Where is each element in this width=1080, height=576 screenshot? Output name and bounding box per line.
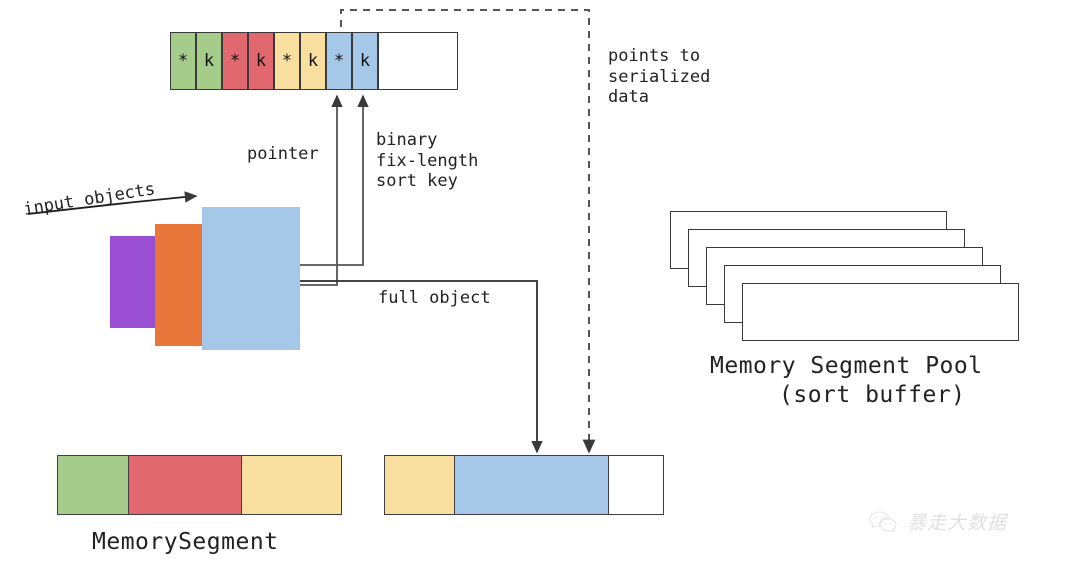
index-cell-0-label: * (177, 51, 189, 71)
memory-segment-left-label: MemorySegment (92, 529, 279, 555)
index-cell-6: * (326, 32, 352, 90)
index-cell-7: k (352, 32, 378, 90)
watermark: 暴走大数据 (868, 508, 1007, 535)
full-object-label: full object (378, 288, 491, 308)
points-to-serialized-data-label: points to serialized data (608, 46, 711, 108)
index-cell-1: k (196, 32, 222, 90)
object-blue (202, 207, 300, 350)
full-object-connector (300, 280, 543, 454)
index-cell-4: * (274, 32, 300, 90)
index-cell-6-label: * (333, 51, 345, 71)
index-cell-2-label: * (229, 51, 241, 71)
index-cell-5: k (300, 32, 326, 90)
watermark-text: 暴走大数据 (907, 512, 1008, 534)
index-cell-1-label: k (203, 51, 215, 71)
object-orange (155, 224, 203, 346)
index-cell-3: k (248, 32, 274, 90)
input-objects-arrow (27, 191, 198, 215)
memory-segment-left-cell-green (57, 455, 129, 515)
memory-segment-right-cell-yellow (384, 455, 455, 515)
pool-segment-5 (742, 283, 1019, 341)
index-cell-5-label: k (307, 51, 319, 71)
memory-segment-pool-label: Memory Segment Pool (710, 353, 983, 379)
index-cell-8-empty (378, 32, 458, 90)
memory-segment-left-cell-yellow (241, 455, 342, 515)
memory-segment-left-cell-red (128, 455, 242, 515)
index-cell-2: * (222, 32, 248, 90)
index-cell-8-label (379, 33, 457, 89)
pointer-label: pointer (247, 144, 319, 164)
index-cell-0: * (170, 32, 196, 90)
index-cell-4-label: * (281, 51, 293, 71)
points-to-serialized-data-connector (340, 9, 596, 454)
index-cell-3-label: k (255, 51, 267, 71)
memory-segment-right-cell-white (608, 455, 664, 515)
wechat-icon (869, 510, 897, 533)
sortkey-connector (300, 94, 369, 266)
binary-sort-key-label: binary fix-length sort key (376, 130, 479, 192)
memory-segment-pool-sublabel: (sort buffer) (779, 382, 966, 408)
memory-segment-right-cell-blue (454, 455, 609, 515)
index-cell-7-label: k (359, 51, 371, 71)
pointer-connector (300, 94, 343, 286)
